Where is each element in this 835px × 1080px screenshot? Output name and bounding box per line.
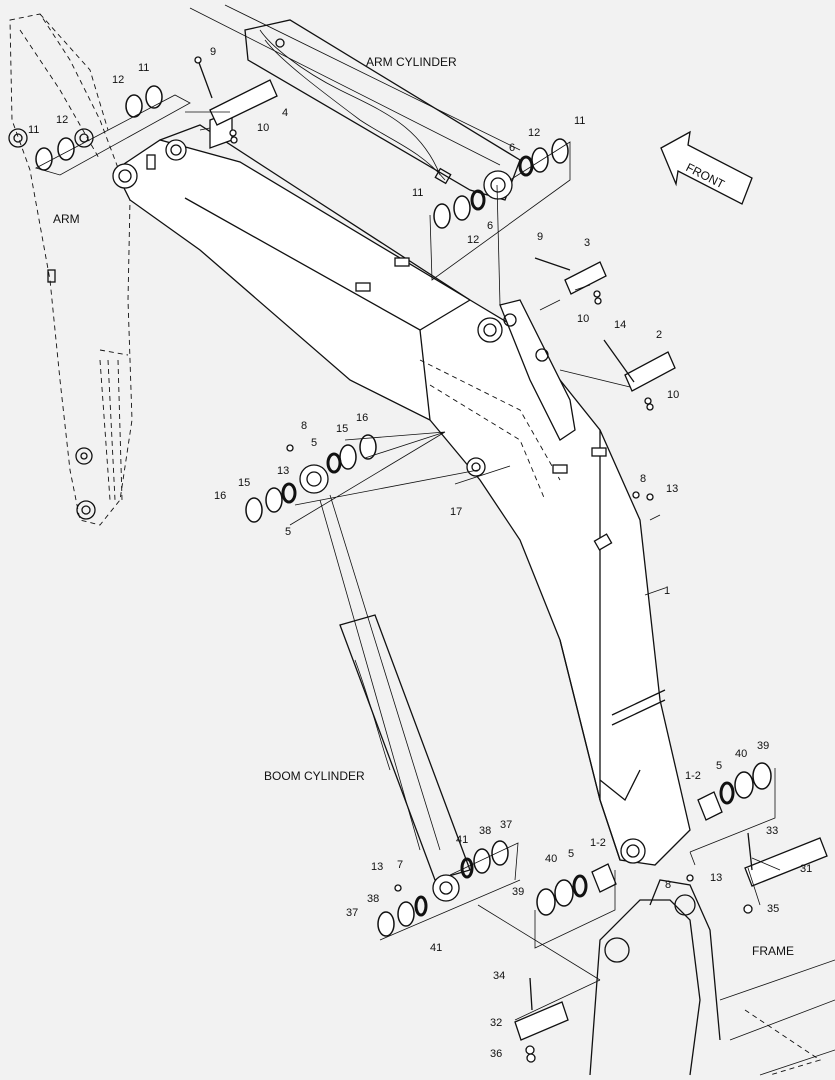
arm-label: ARM bbox=[53, 212, 80, 226]
callout-5: 5 bbox=[311, 437, 317, 449]
callout-11: 11 bbox=[138, 62, 149, 74]
callout-11: 11 bbox=[574, 115, 585, 127]
callout-8: 8 bbox=[301, 420, 307, 432]
callout-38: 38 bbox=[479, 825, 491, 837]
frame: FRAME bbox=[589, 879, 835, 1076]
callout-2: 2 bbox=[656, 329, 662, 341]
leader-lines bbox=[34, 94, 781, 1021]
callout-1: 1 bbox=[664, 585, 670, 597]
callout-39: 39 bbox=[512, 886, 524, 898]
callout-9: 9 bbox=[537, 231, 543, 243]
callout-16: 16 bbox=[214, 490, 226, 502]
callout-12: 12 bbox=[56, 114, 68, 126]
callout-15: 15 bbox=[238, 477, 250, 489]
callout-17: 17 bbox=[450, 506, 462, 518]
callout-33: 33 bbox=[766, 825, 778, 837]
callout-4: 4 bbox=[282, 107, 288, 119]
arm-cylinder-label: ARM CYLINDER bbox=[366, 55, 457, 69]
callout-14: 14 bbox=[614, 319, 626, 331]
boom-cylinder-label: BOOM CYLINDER bbox=[264, 769, 365, 783]
callout-13: 13 bbox=[371, 861, 383, 873]
hardware-parts bbox=[35, 56, 828, 1063]
callout-10: 10 bbox=[667, 389, 679, 401]
callout-11: 11 bbox=[412, 187, 423, 199]
callout-3: 3 bbox=[584, 237, 590, 249]
callout-39: 39 bbox=[757, 740, 769, 752]
callout-5: 5 bbox=[568, 848, 574, 860]
callout-32: 32 bbox=[490, 1017, 502, 1029]
callout-11: 11 bbox=[28, 124, 39, 136]
callout-12: 12 bbox=[528, 127, 540, 139]
callout-35: 35 bbox=[767, 903, 779, 915]
callout-40: 40 bbox=[735, 748, 747, 760]
callout-13: 13 bbox=[277, 465, 289, 477]
callout-12: 12 bbox=[467, 234, 479, 246]
callout-40: 40 bbox=[545, 853, 557, 865]
front-direction-arrow: FRONT bbox=[660, 130, 753, 205]
callout-5: 5 bbox=[285, 526, 291, 538]
callout-36: 36 bbox=[490, 1048, 502, 1060]
callout-8: 8 bbox=[665, 879, 671, 891]
callout-16: 16 bbox=[356, 412, 368, 424]
callout-1-2: 1-2 bbox=[685, 770, 701, 782]
frame-label: FRAME bbox=[752, 944, 794, 958]
callout-41: 41 bbox=[456, 834, 468, 846]
callout-15: 15 bbox=[336, 423, 348, 435]
boom-body bbox=[112, 111, 691, 866]
callout-12: 12 bbox=[112, 74, 124, 86]
callout-8: 8 bbox=[640, 473, 646, 485]
callout-41: 41 bbox=[430, 942, 442, 954]
callout-13: 13 bbox=[710, 872, 722, 884]
boom-cylinder: BOOM CYLINDER bbox=[264, 464, 471, 902]
callout-31: 31 bbox=[800, 863, 812, 875]
callout-numbers: 9 4 10 11 12 11 12 11 12 6 11 12 6 9 3 1… bbox=[28, 46, 812, 1060]
callout-5: 5 bbox=[716, 760, 722, 772]
callout-38: 38 bbox=[367, 893, 379, 905]
callout-37: 37 bbox=[346, 907, 358, 919]
callout-7: 7 bbox=[397, 859, 403, 871]
callout-6: 6 bbox=[487, 220, 493, 232]
callout-9: 9 bbox=[210, 46, 216, 58]
callout-37: 37 bbox=[500, 819, 512, 831]
callout-34: 34 bbox=[493, 970, 505, 982]
callout-10: 10 bbox=[577, 313, 589, 325]
callout-10: 10 bbox=[257, 122, 269, 134]
callout-6: 6 bbox=[509, 142, 515, 154]
callout-13: 13 bbox=[666, 483, 678, 495]
arm-cylinder: ARM CYLINDER bbox=[189, 4, 521, 201]
arm-assembly: ARM bbox=[8, 13, 133, 526]
callout-1-2: 1-2 bbox=[590, 837, 606, 849]
